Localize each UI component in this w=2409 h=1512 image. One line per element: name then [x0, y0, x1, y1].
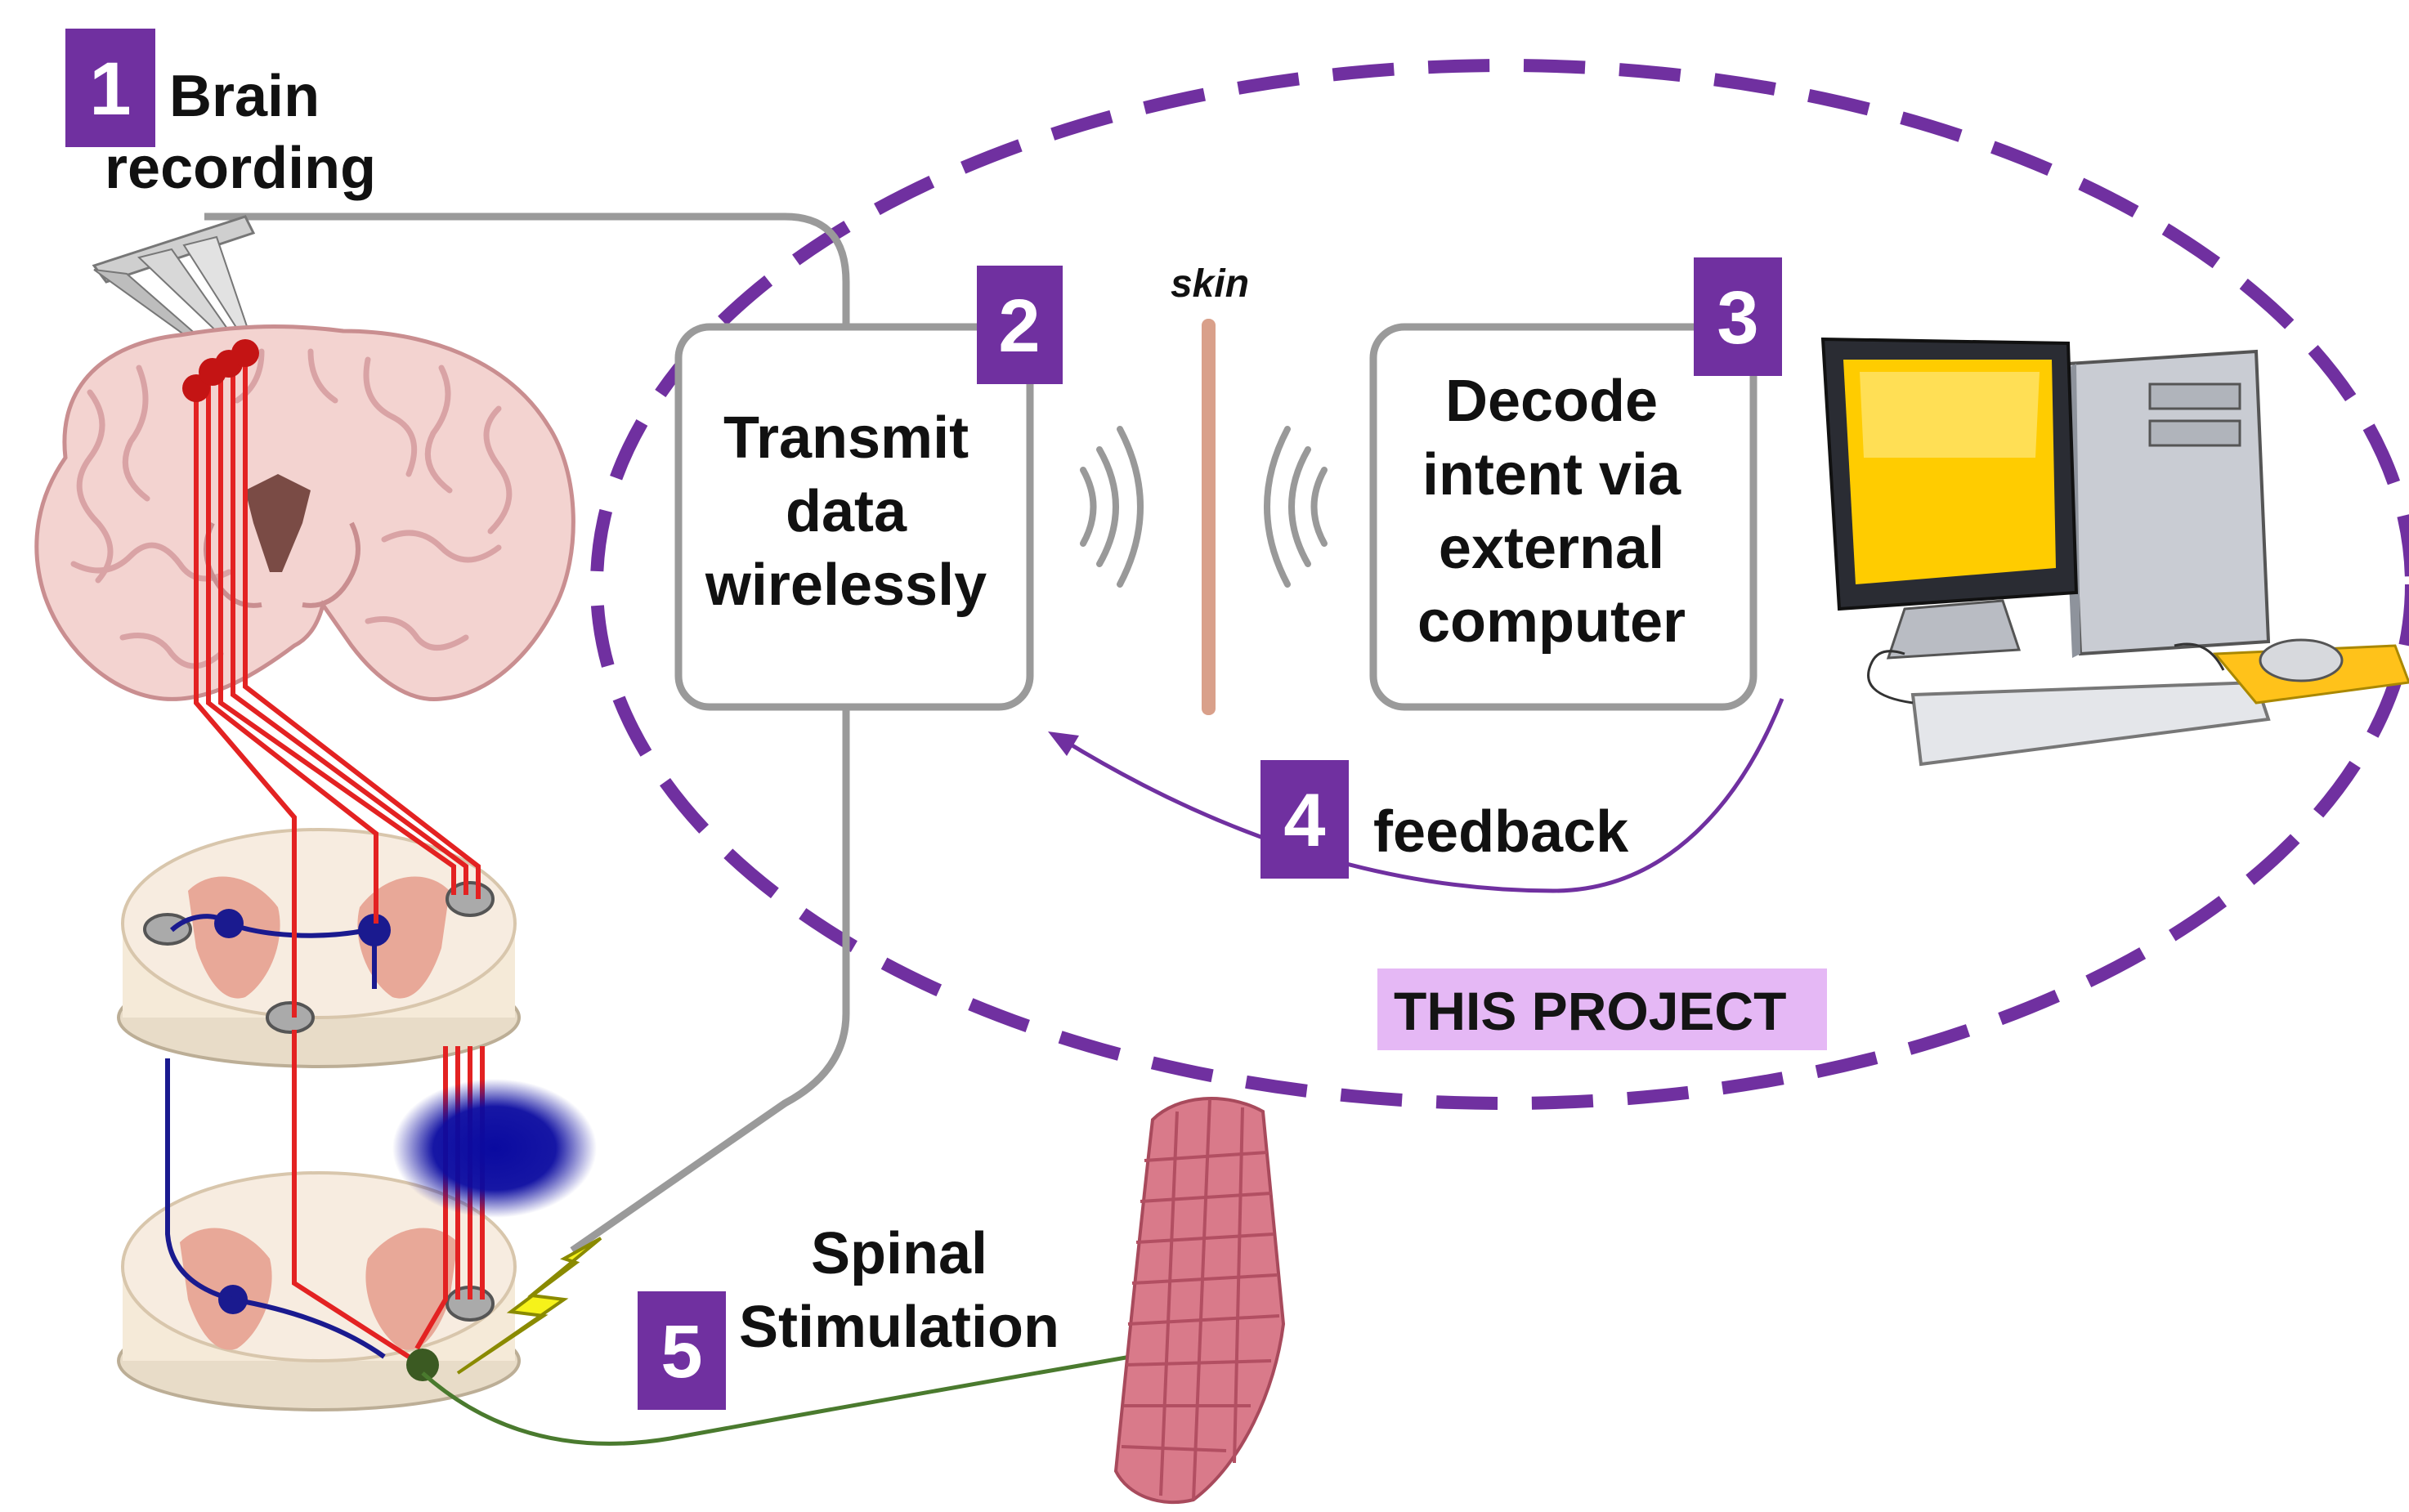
svg-text:1: 1 [89, 47, 131, 131]
step-1-label: Brain recording [105, 64, 376, 201]
svg-text:intent via: intent via [1422, 442, 1681, 508]
svg-text:Brain: Brain [169, 64, 320, 129]
svg-text:computer: computer [1417, 589, 1686, 655]
feedback-arrowhead [1048, 731, 1079, 756]
svg-text:Transmit: Transmit [723, 405, 969, 471]
interneuron-tract [165, 932, 386, 1359]
feedback-arrow [1061, 698, 1784, 893]
spinal-cord-section-icon [117, 828, 521, 1068]
svg-text:Spinal: Spinal [811, 1221, 987, 1286]
project-label-bg [1377, 968, 1827, 1050]
transmit-box [674, 323, 1034, 711]
svg-text:wirelessly: wirelessly [705, 552, 987, 618]
step-2-label: Transmit data wirelessly [705, 405, 987, 618]
desktop-computer-icon [1820, 337, 2409, 767]
brain-section-icon [34, 324, 575, 702]
step-badge-3: 3 [1694, 257, 1782, 376]
svg-text:feedback: feedback [1373, 799, 1629, 865]
electrode-array-icon [92, 215, 256, 345]
spinal-cord-section-icon [117, 1171, 521, 1411]
step-3-label: Decode intent via external computer [1417, 369, 1686, 655]
motor-neuron [406, 1349, 439, 1381]
svg-text:external: external [1439, 516, 1664, 581]
lightning-icon [456, 1237, 602, 1375]
svg-text:2: 2 [998, 284, 1040, 368]
lesion-blob-icon [392, 1079, 597, 1218]
decode-box [1369, 323, 1757, 711]
step-badge-4: 4 [1260, 760, 1349, 879]
project-label: THIS PROJECT [1394, 981, 1786, 1041]
skin-bar [1202, 319, 1216, 715]
step-4-label: feedback [1373, 799, 1629, 865]
skin-label: skin [1171, 262, 1249, 306]
wire-connector [204, 212, 850, 1254]
neuron-cell-bodies [182, 339, 259, 402]
svg-text:Decode: Decode [1445, 369, 1658, 434]
svg-text:data: data [786, 479, 907, 544]
svg-text:Stimulation: Stimulation [739, 1295, 1059, 1360]
wireless-wave-icon [1080, 426, 1328, 588]
svg-text:5: 5 [660, 1310, 702, 1393]
motor-nerve [421, 1342, 1202, 1446]
step-badge-2: 2 [977, 266, 1063, 384]
svg-text:recording: recording [105, 136, 376, 201]
svg-text:3: 3 [1717, 276, 1758, 360]
step-5-label: Spinal Stimulation [739, 1221, 1059, 1360]
step-badge-5: 5 [638, 1291, 726, 1410]
svg-text:4: 4 [1283, 779, 1325, 862]
muscle-fiber-icon [1113, 1097, 1286, 1505]
step-badge-1: 1 [65, 29, 155, 147]
